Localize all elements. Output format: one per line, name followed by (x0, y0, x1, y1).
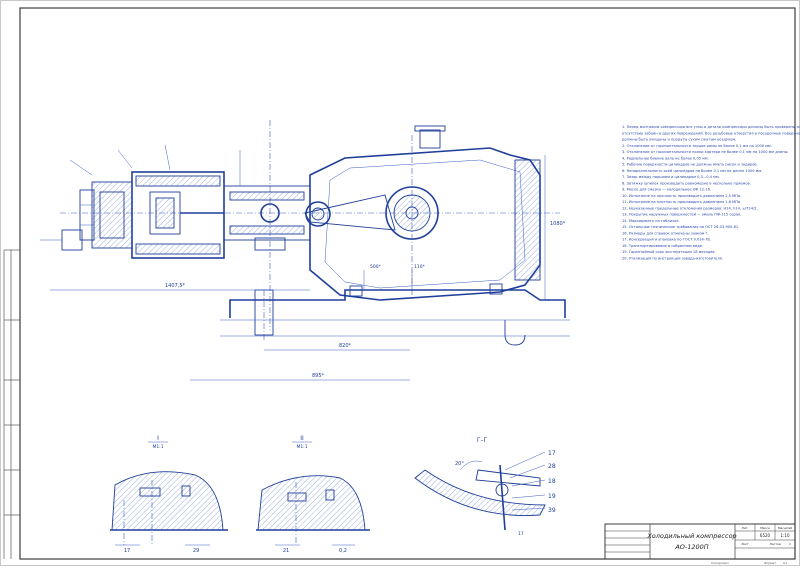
note-line: 5. Рабочие поверхности цилиндров не долж… (622, 163, 758, 167)
left-margin-strip (3, 249, 20, 559)
note-line: 8. Затяжку шпилек производить равномерно… (622, 181, 751, 185)
section-view-2: II М1:1 21 0,2 (256, 435, 370, 554)
note-line: 11. Испытание на плотность производить д… (622, 200, 741, 204)
callout-28: 28 (548, 463, 556, 470)
dim-1080: 1080* (550, 221, 566, 227)
main-dimensions: 1407,5* 820* 895* 1080* 500* 110* (50, 155, 566, 381)
dim-17a: 17 (124, 548, 130, 554)
scale-value: 1:10 (781, 533, 790, 538)
dim-110: 110* (414, 264, 426, 270)
sheet-label: Лист (741, 542, 749, 546)
connecting-rod (304, 194, 396, 231)
dim-895: 895* (312, 373, 325, 379)
note-line: 13. Покрытие наружных поверхностей — эма… (622, 213, 741, 217)
callout-18: 18 (548, 478, 556, 485)
dim-21: 21 (283, 548, 289, 554)
note-line: 6. Непараллельность осей цилиндров не бо… (622, 169, 762, 173)
mass-label: Масса (760, 526, 770, 530)
note-line: 12. Неуказанные предельные отклонения ра… (622, 206, 758, 210)
sheets-label: Листов (769, 542, 780, 546)
section-view-g: Г–Г 17 28 18 19 39 20° 17 (414, 437, 556, 537)
title-line-1: Холодильный компрессор (646, 532, 736, 540)
sheets-count: 1 (789, 542, 791, 546)
callout-17: 17 (548, 450, 556, 457)
section-g-label: Г–Г (477, 437, 488, 444)
note-line: 2. Отклонение от горизонтальности торцов… (622, 144, 772, 148)
dim-500: 500* (370, 264, 382, 270)
crankshaft (385, 186, 439, 240)
compressor-section-view (40, 120, 570, 346)
dim-820: 820* (339, 343, 352, 349)
dim-29: 29 (193, 548, 199, 554)
note-line: 14. Маркировать на табличке. (622, 219, 680, 223)
foundation (229, 289, 566, 318)
note-line: 4. Радиальное биение вала не более 0,05 … (622, 156, 709, 160)
note-line: 3. Отклонение от горизонтальности полки … (622, 150, 789, 154)
format-value: А1 (783, 561, 787, 565)
drawing-frame (19, 7, 796, 560)
dim-02: 0,2 (339, 548, 347, 554)
section-2-label: II (300, 435, 304, 442)
title-block: Холодильный компрессор АО-1200П Лит. Мас… (604, 523, 796, 565)
section-view-1: I М1:1 17 29 (110, 435, 228, 554)
note-line: 18. Транспортирование в собранном виде. (622, 244, 703, 248)
note-line: 16. Размеры для справок отмечены знаком … (622, 231, 708, 235)
dim-20-degree: 20° (455, 461, 464, 467)
dim-17b: 17 (518, 531, 524, 537)
note-line: 15. Остальные технические требования по … (622, 225, 739, 229)
note-line: 20. Утилизация по инструкции завода-изго… (622, 256, 723, 260)
section-2-scale: М1:1 (296, 444, 307, 450)
scale-label: Масштаб (778, 526, 792, 530)
title-line-2: АО-1200П (674, 543, 708, 551)
note-line: 17. Консервация и упаковка по ГОСТ 9.014… (622, 238, 711, 242)
cylinder-head (91, 181, 133, 249)
callout-19: 19 (548, 493, 556, 500)
technical-requirements: 1. Перед монтажом компрессора все узлы и… (622, 125, 800, 260)
note-line: отсутствие забоин и других повреждений. … (622, 131, 800, 135)
dim-1407: 1407,5* (165, 283, 185, 289)
note-line: 10. Испытание на прочность производить д… (622, 194, 741, 198)
note-line: 1. Перед монтажом компрессора все узлы и… (622, 125, 800, 129)
mass-value: 6520 (760, 533, 771, 538)
note-line: 7. Зазор между поршнем и цилиндром 0,3..… (622, 175, 720, 179)
section-1-label: I (157, 435, 159, 442)
note-line: 9. Масло для смазки — холодильное ХФ 12-… (622, 188, 711, 192)
callout-39: 39 (548, 507, 556, 514)
copied-label: Копировал (711, 561, 728, 565)
note-line: должны быть очищены и продуты сухим сжат… (622, 138, 736, 142)
litera-label: Лит. (742, 526, 749, 530)
section-1-scale: М1:1 (152, 444, 163, 450)
note-line: 19. Гарантийный срок эксплуатации 18 мес… (622, 250, 716, 254)
format-label: Формат (764, 561, 776, 565)
